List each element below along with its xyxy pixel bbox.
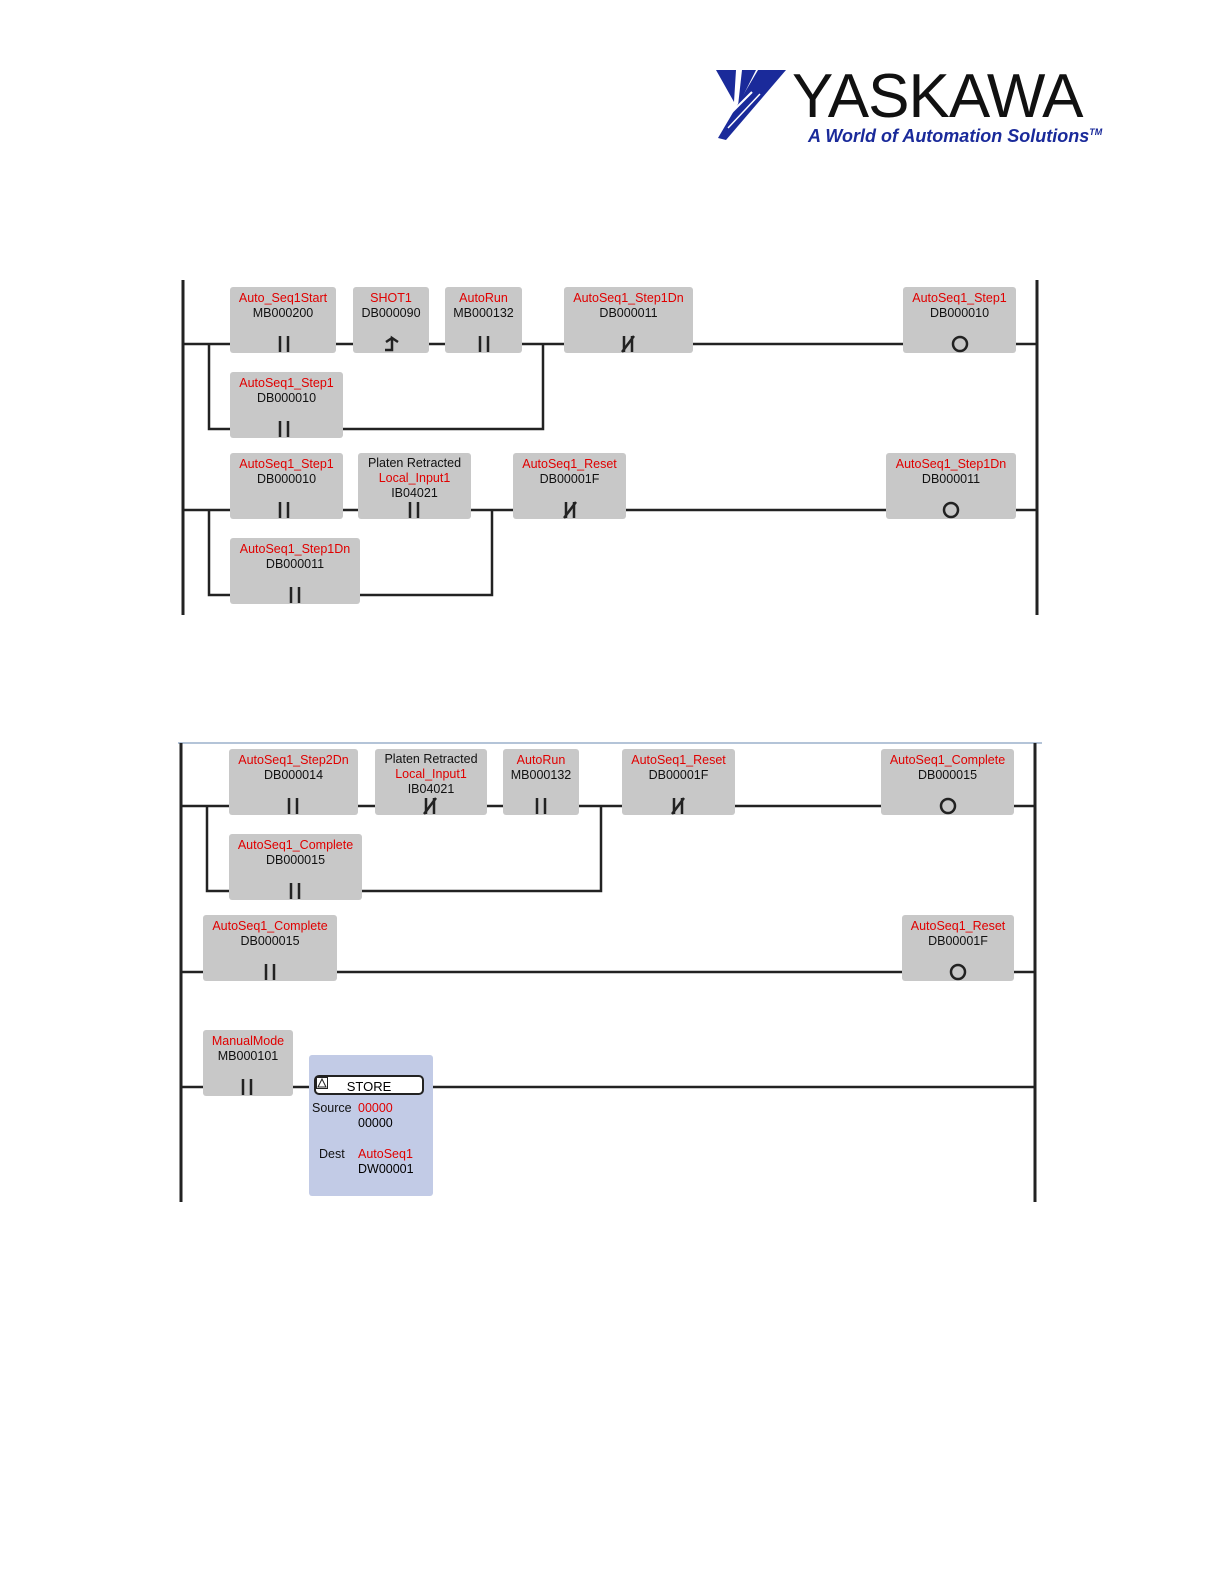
yaskawa-logo: YASKAWA A World of Automation SolutionsT… bbox=[712, 62, 1102, 152]
brand-name: YASKAWA bbox=[792, 62, 1083, 131]
brand-tagline: A World of Automation SolutionsTM bbox=[808, 126, 1103, 146]
store-dest-value: DW00001 bbox=[358, 1162, 414, 1176]
store-instruction-block[interactable]: STORE Source 00000 00000 Dest AutoSeq1 D… bbox=[309, 1055, 433, 1196]
store-title-box[interactable]: STORE bbox=[314, 1075, 424, 1095]
yaskawa-swoosh-icon bbox=[716, 70, 786, 140]
store-title: STORE bbox=[346, 1079, 392, 1094]
store-source-label: Source bbox=[312, 1101, 352, 1115]
store-expand-icon[interactable] bbox=[316, 1077, 328, 1089]
store-source-name: 00000 bbox=[358, 1101, 393, 1115]
store-source-value: 00000 bbox=[358, 1116, 393, 1130]
store-dest-name: AutoSeq1 bbox=[358, 1147, 413, 1161]
store-dest-label: Dest bbox=[319, 1147, 345, 1161]
